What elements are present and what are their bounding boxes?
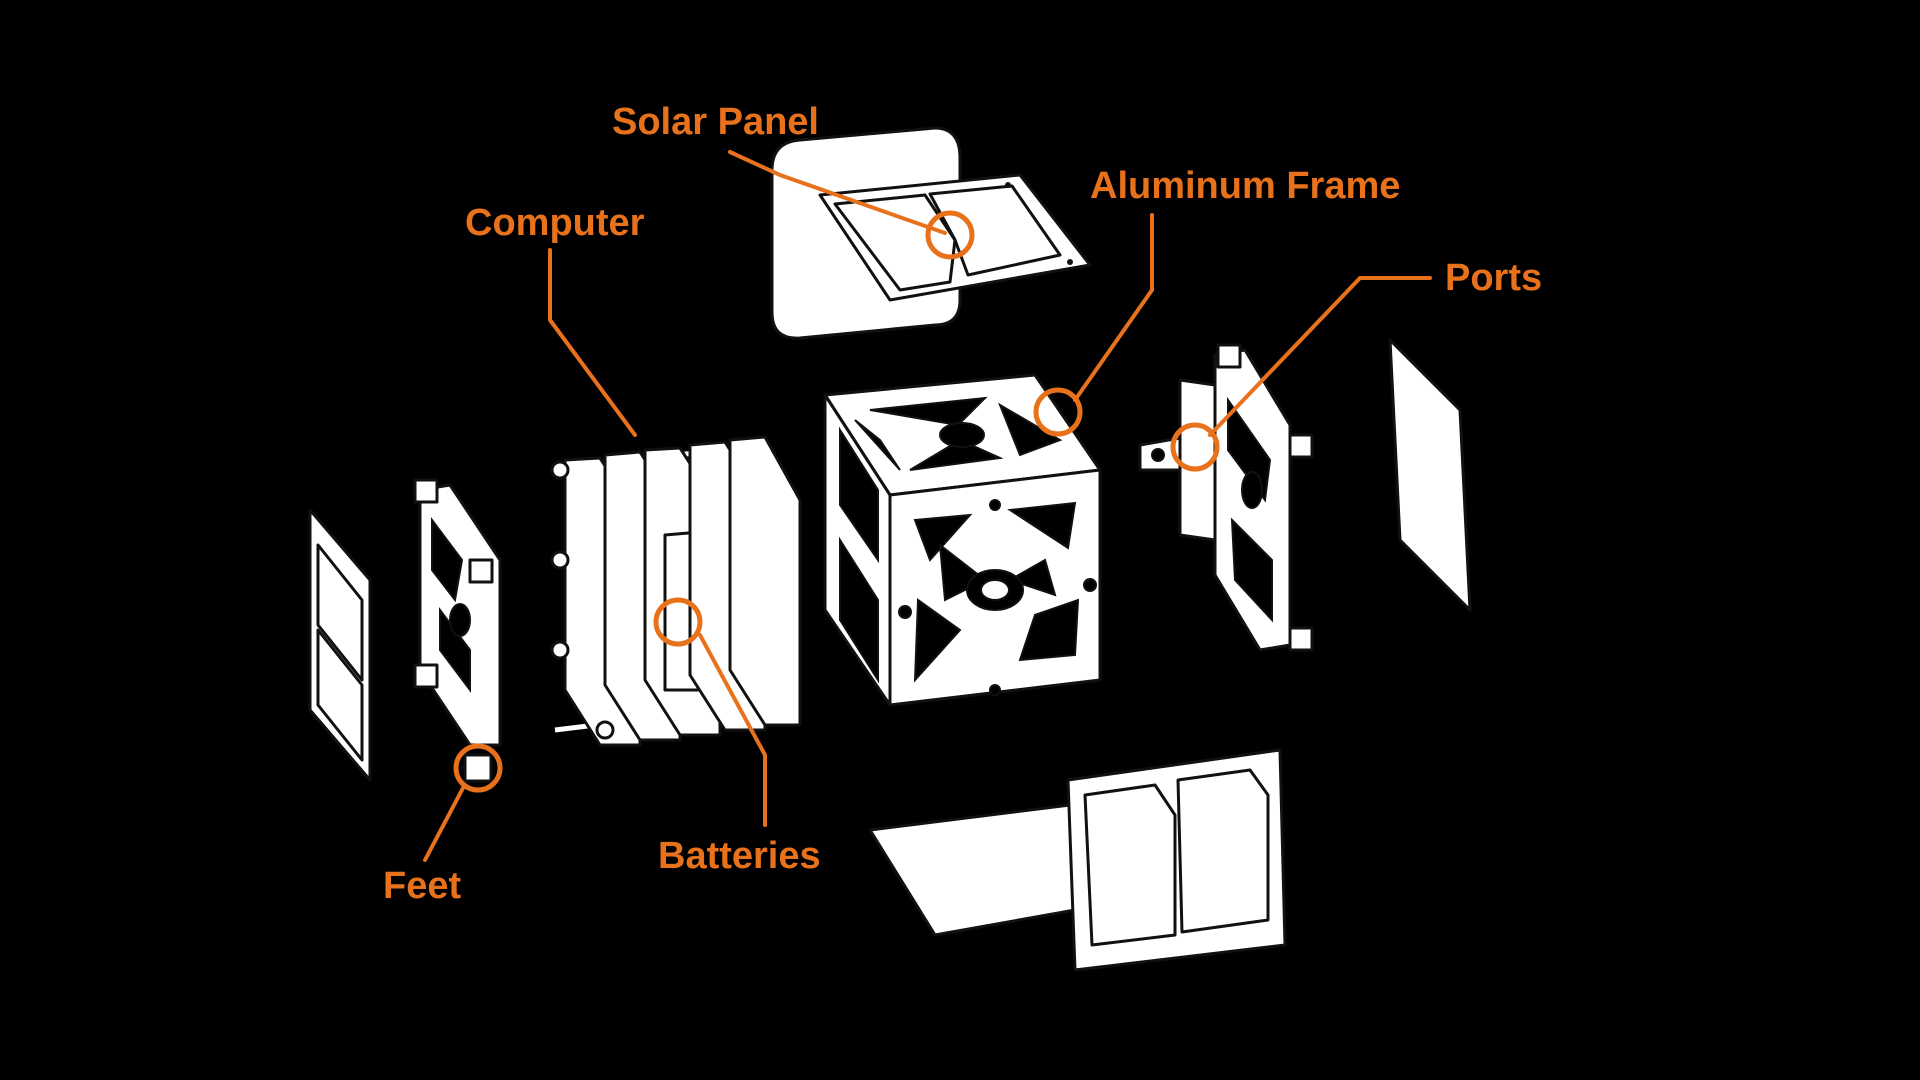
batteries-ring xyxy=(653,597,703,647)
label-solar-panel: Solar Panel xyxy=(612,101,819,143)
computer-board-stack xyxy=(550,435,802,747)
aluminum-frame-ring xyxy=(1033,387,1083,437)
left-solar-panel xyxy=(308,508,372,782)
label-feet: Feet xyxy=(383,865,461,907)
left-foot-plate xyxy=(413,478,502,783)
right-solar-panel xyxy=(1388,338,1472,612)
label-aluminum-frame: Aluminum Frame xyxy=(1090,165,1400,207)
feet-leader xyxy=(423,786,465,862)
label-computer: Computer xyxy=(465,202,645,244)
ports-ring xyxy=(1170,422,1220,472)
right-ports-plate xyxy=(1138,343,1314,652)
callouts xyxy=(423,150,1432,862)
computer-leader xyxy=(548,248,637,437)
label-batteries: Batteries xyxy=(658,835,821,877)
ports-leader xyxy=(1208,276,1432,437)
aluminum-frame-leader xyxy=(1073,213,1154,402)
batteries-leader xyxy=(698,633,767,827)
text-labels: Solar Panel Aluminum Frame Computer Port… xyxy=(383,101,1542,907)
label-ports: Ports xyxy=(1445,257,1542,299)
solar-panel-leader xyxy=(728,150,947,235)
top-solar-panel xyxy=(770,126,1092,340)
feet-ring xyxy=(453,743,503,793)
solar-panel-ring xyxy=(925,210,975,260)
aluminum-frame-cube xyxy=(823,373,1102,707)
bottom-solar-panel xyxy=(868,748,1287,972)
